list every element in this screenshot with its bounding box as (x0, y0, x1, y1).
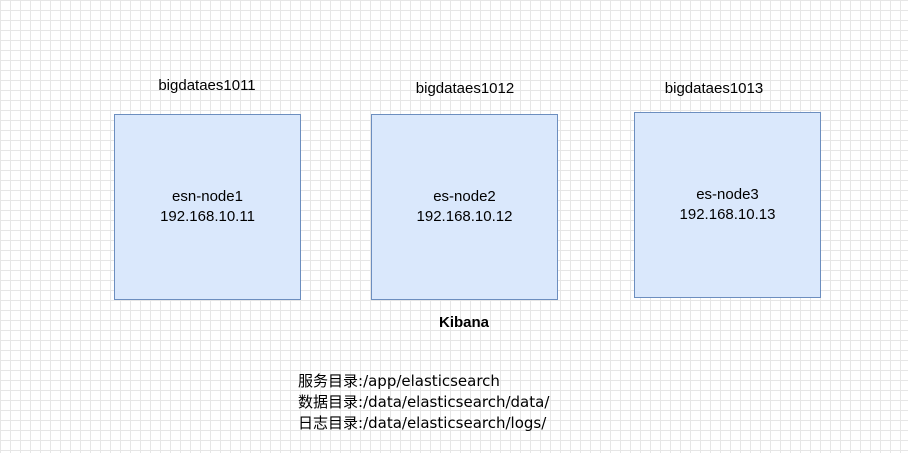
directory-notes: 服务目录:/app/elasticsearch 数据目录:/data/elast… (298, 371, 598, 434)
node-box-2[interactable]: es-node2 192.168.10.12 (371, 114, 558, 300)
node-box-3[interactable]: es-node3 192.168.10.13 (634, 112, 821, 298)
node-name: es-node3 (696, 186, 759, 203)
node-box-1[interactable]: esn-node1 192.168.10.11 (114, 114, 301, 300)
directory-label: 数据目录: (298, 393, 364, 411)
node-name: es-node2 (433, 188, 496, 205)
directory-row-data: 数据目录:/data/elasticsearch/data/ (298, 392, 598, 413)
directory-row-logs: 日志目录:/data/elasticsearch/logs/ (298, 413, 598, 434)
host-label-2: bigdataes1012 (415, 80, 515, 97)
node-ip: 192.168.10.11 (160, 208, 255, 225)
directory-row-service: 服务目录:/app/elasticsearch (298, 371, 598, 392)
host-label-1: bigdataes1011 (158, 77, 256, 94)
node-name: esn-node1 (172, 188, 243, 205)
directory-path: /data/elasticsearch/logs/ (363, 414, 547, 432)
directory-label: 服务目录: (298, 372, 364, 390)
kibana-label: Kibana (438, 314, 489, 331)
node-ip: 192.168.10.12 (416, 208, 513, 225)
host-label-3: bigdataes1013 (664, 80, 764, 97)
directory-path: /app/elasticsearch (363, 372, 500, 390)
directory-label: 日志目录: (298, 414, 364, 432)
directory-path: /data/elasticsearch/data/ (363, 393, 550, 411)
node-ip: 192.168.10.13 (679, 206, 776, 223)
